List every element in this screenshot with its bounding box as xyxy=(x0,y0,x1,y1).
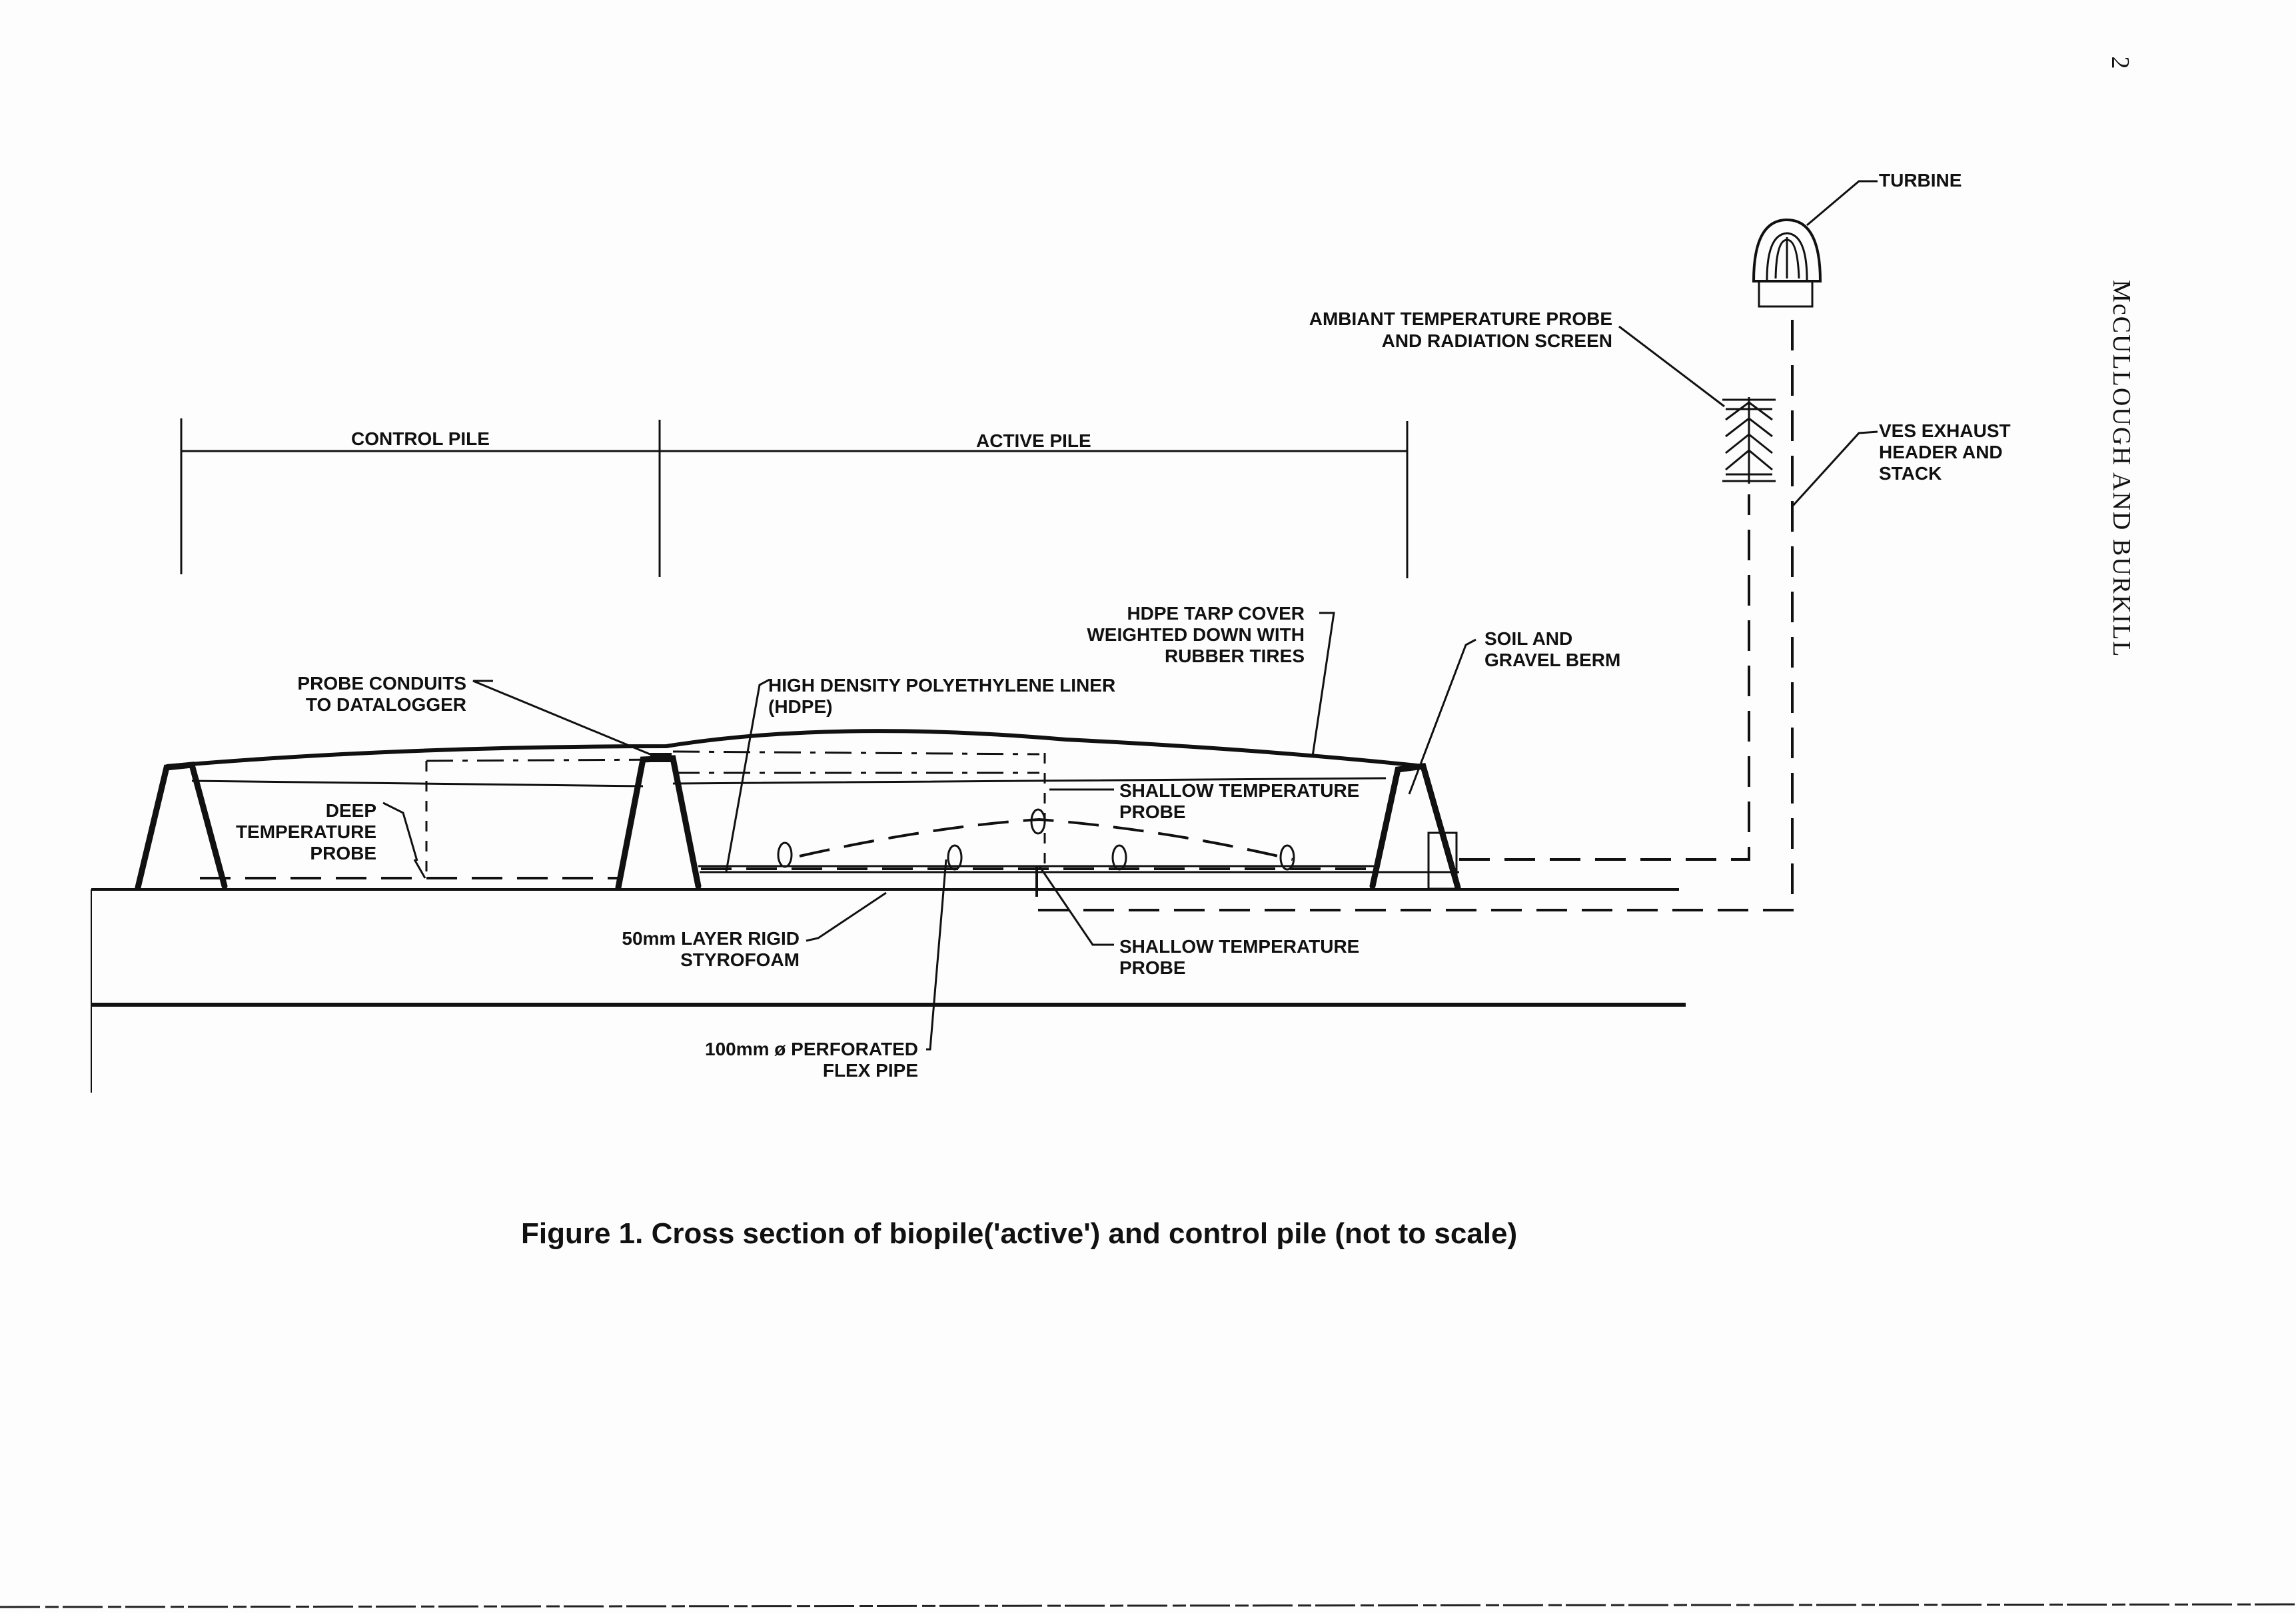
deep-probe-label-line3: PROBE xyxy=(310,843,376,863)
shallow-probe-arc xyxy=(799,817,1293,861)
ambient-probe-label-line1: AMBIANT TEMPERATURE PROBE xyxy=(1309,308,1612,329)
probe-conduit-lines xyxy=(425,750,1046,876)
deep-probe-label-line2: TEMPERATURE xyxy=(236,821,376,842)
tarp-label-line2: WEIGHTED DOWN WITH xyxy=(1087,624,1305,645)
flexpipe-label-line1: 100mm ø PERFORATED xyxy=(705,1039,918,1059)
leader-lines xyxy=(382,180,1878,1051)
shallow-probe-lower-label-line1: SHALLOW TEMPERATURE xyxy=(1119,936,1359,957)
active-pile-label: ACTIVE PILE xyxy=(976,430,1091,451)
liner-label-line2: (HDPE) xyxy=(768,696,832,717)
pile-dimension-lines xyxy=(180,418,1409,578)
ves-exhaust-header xyxy=(1035,306,1794,911)
ground-layers xyxy=(91,871,1686,1093)
page-number: 2 xyxy=(2106,57,2134,71)
deep-probe-label-line1: DEEP xyxy=(326,800,376,821)
tarp-inner-line xyxy=(191,777,1387,788)
figure-caption: Figure 1. Cross section of biopile('acti… xyxy=(521,1217,1517,1250)
shallow-probe-upper-label-line2: PROBE xyxy=(1119,802,1186,822)
ves-exhaust-label-line2: HEADER AND xyxy=(1879,442,2003,462)
control-pile-label: CONTROL PILE xyxy=(351,428,490,449)
hdpe-tarp-cover xyxy=(166,729,1424,768)
shallow-probe-lower-label-line2: PROBE xyxy=(1119,957,1186,978)
ves-exhaust-label-line1: VES EXHAUST xyxy=(1879,420,2011,441)
styrofoam-label-line1: 50mm LAYER RIGID xyxy=(622,928,800,949)
deep-temperature-probe xyxy=(413,859,426,879)
berm-label-line1: SOIL AND xyxy=(1484,628,1572,649)
berm-label-line2: GRAVEL BERM xyxy=(1484,650,1620,670)
turbine-icon xyxy=(1752,218,1822,308)
tarp-label-line3: RUBBER TIRES xyxy=(1165,646,1305,666)
flexpipe-label-line2: FLEX PIPE xyxy=(823,1060,918,1081)
shallow-probe-upper-label-line1: SHALLOW TEMPERATURE xyxy=(1119,780,1359,801)
ambient-probe-label-line2: AND RADIATION SCREEN xyxy=(1382,330,1612,351)
flex-pipe-sections xyxy=(777,808,1295,871)
scan-edge-artifact xyxy=(0,1603,2296,1608)
styrofoam-label-line2: STYROFOAM xyxy=(680,949,800,970)
conduits-label-line2: TO DATALOGGER xyxy=(306,694,466,715)
conduits-label-line1: PROBE CONDUITS xyxy=(297,673,466,694)
running-header: McCULLOUGH AND BURKILL xyxy=(2107,280,2135,658)
tarp-label-line1: HDPE TARP COVER xyxy=(1127,603,1305,624)
ves-exhaust-label-line3: STACK xyxy=(1879,463,1942,484)
radiation-screen-icon xyxy=(1722,397,1776,484)
liner-label-line1: HIGH DENSITY POLYETHYLENE LINER xyxy=(768,675,1115,696)
turbine-label: TURBINE xyxy=(1879,170,1962,191)
